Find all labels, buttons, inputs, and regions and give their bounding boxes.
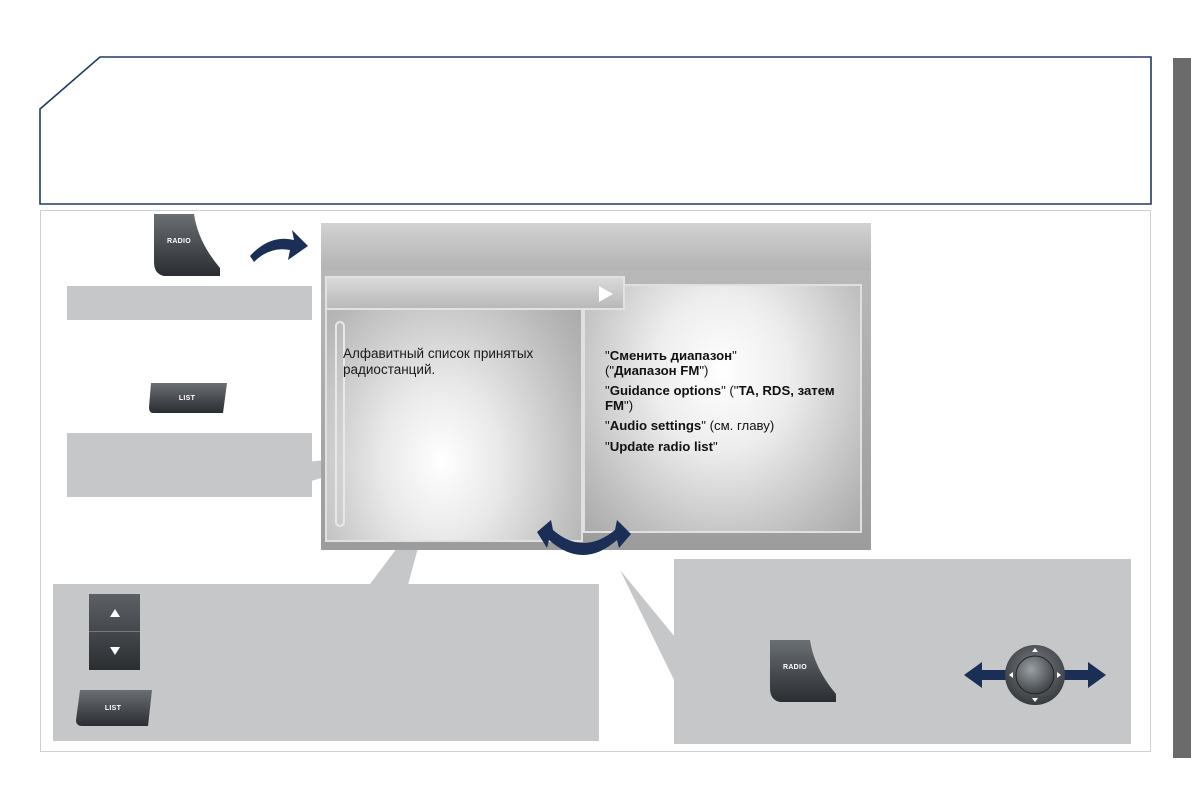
side-tab xyxy=(1173,58,1191,758)
menu-item-update-radio-list[interactable]: "Update radio list" xyxy=(605,438,718,454)
menu-item-change-band[interactable]: "Сменить диапазон"("Диапазон FM") xyxy=(605,348,737,378)
station-list-header[interactable] xyxy=(325,276,625,310)
list-button-label: LIST xyxy=(178,394,196,402)
arrow-up-icon[interactable] xyxy=(109,608,121,618)
list-button-bottom-label: LIST xyxy=(104,704,122,712)
band-instructions-box xyxy=(674,559,1131,744)
radio-button[interactable]: RADIO xyxy=(150,212,222,278)
up-down-button[interactable] xyxy=(89,594,140,670)
radio-button-bottom-shape xyxy=(770,640,836,702)
station-list-panel xyxy=(325,276,583,542)
callout-list xyxy=(67,433,312,497)
header-frame xyxy=(39,56,1152,205)
swap-arrows-icon xyxy=(537,520,631,555)
callout-radio xyxy=(67,286,312,320)
menu-item-guidance-options[interactable]: "Guidance options" ("TA, RDS, затем FM") xyxy=(605,383,835,413)
list-button[interactable]: LIST xyxy=(147,381,227,415)
screen-top-bar xyxy=(321,223,871,270)
radio-button-shape xyxy=(154,214,220,276)
radio-button-bottom-label: RADIO xyxy=(782,663,808,671)
radio-button-bottom[interactable]: RADIO xyxy=(766,638,838,704)
device-screen: Алфавитный список принятых радиостанций.… xyxy=(321,223,871,550)
list-button-bottom[interactable]: LIST xyxy=(74,688,152,728)
menu-item-audio-settings[interactable]: "Audio settings" (см. главу) xyxy=(605,418,775,434)
radio-button-label: RADIO xyxy=(166,237,192,245)
main-frame xyxy=(40,210,1151,752)
station-list-description: Алфавитный список принятых радиостанций. xyxy=(343,346,534,377)
curved-arrow-right-icon xyxy=(250,230,308,262)
scrollbar[interactable] xyxy=(335,321,345,527)
list-button-bottom-shape xyxy=(76,690,152,726)
menu-panel xyxy=(583,284,862,533)
list-button-shape xyxy=(149,383,227,413)
screen-menu: "Сменить диапазон"("Диапазон FM") "Guida… xyxy=(605,348,865,461)
arrow-down-icon[interactable] xyxy=(109,646,121,656)
callout-pointer-bottom-right xyxy=(620,570,684,688)
up-down-divider xyxy=(89,631,140,632)
joystick-icon[interactable] xyxy=(962,640,1108,710)
play-icon[interactable] xyxy=(597,284,615,304)
